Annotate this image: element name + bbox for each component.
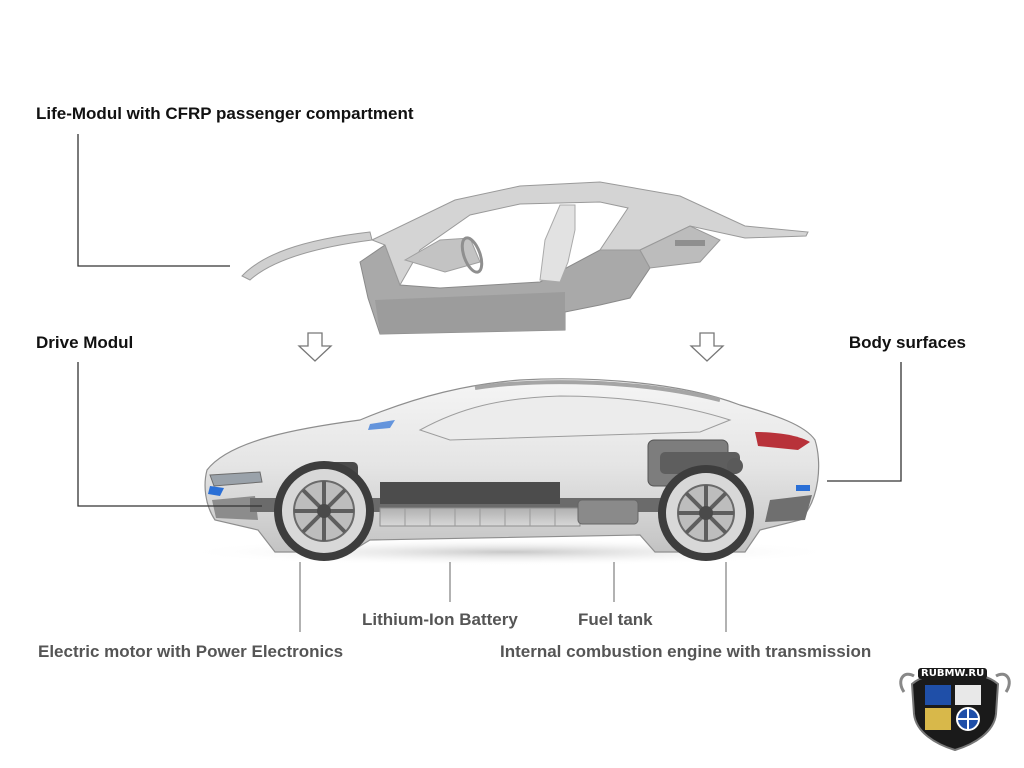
label-body-surfaces: Body surfaces <box>848 333 966 352</box>
label-combustion-engine: Internal combustion engine with transmis… <box>500 642 872 661</box>
down-arrow-icon <box>297 332 333 362</box>
rear-wheel <box>658 465 754 561</box>
down-arrow-icon <box>689 332 725 362</box>
label-drive-modul: Drive Modul <box>36 333 134 352</box>
label-fuel-tank: Fuel tank <box>578 610 653 629</box>
front-wheel <box>274 461 374 561</box>
watermark-emblem <box>899 671 1011 752</box>
leader-line-body-surfaces <box>827 362 902 482</box>
leader-line-drive-modul <box>77 362 262 507</box>
life-modul-cell <box>241 181 809 335</box>
label-life-modul: Life-Modul with CFRP passenger compartme… <box>36 104 414 123</box>
label-electric-motor: Electric motor with Power Electronics <box>38 642 344 661</box>
label-battery: Lithium-Ion Battery <box>362 610 518 629</box>
car-drive-modul <box>180 378 840 566</box>
leader-line-life-modul <box>77 134 230 267</box>
watermark-text: RUBMW.RU <box>918 668 988 679</box>
